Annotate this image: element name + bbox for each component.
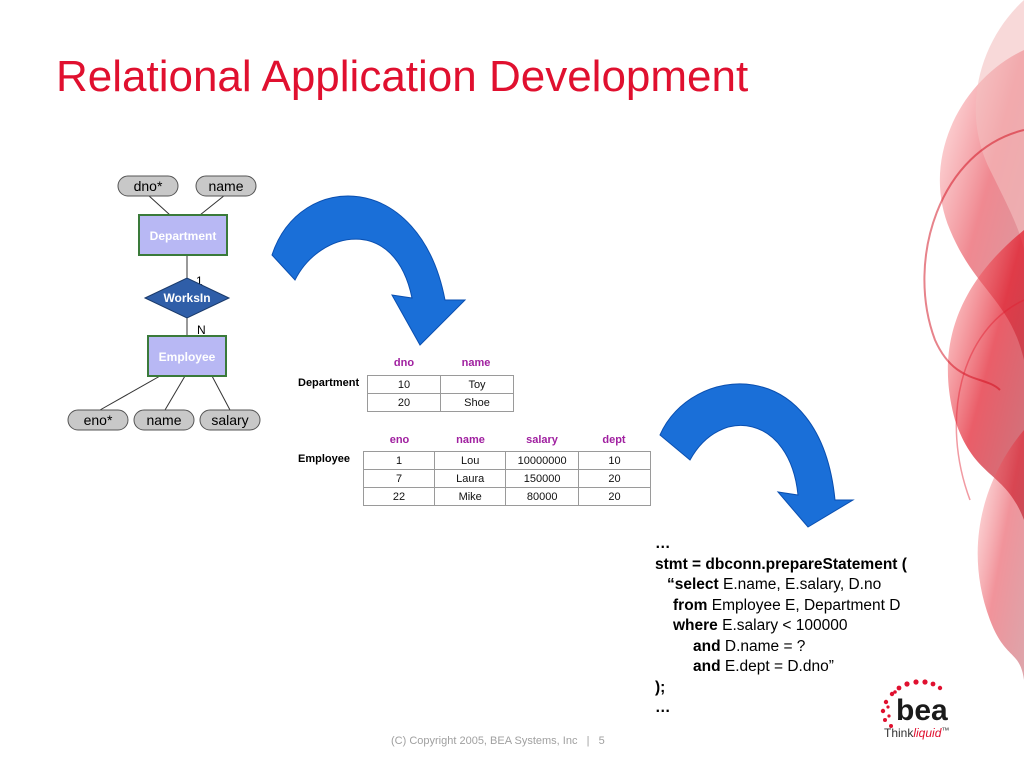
table-cell: Mike [434, 487, 507, 506]
table-cell: 20 [577, 469, 652, 488]
tagline-trademark: ™ [941, 726, 950, 735]
attribute-emp-name-label: name [146, 412, 181, 428]
department-table: 10 Toy 20 Shoe [367, 375, 514, 412]
cardinality-one: 1 [196, 274, 203, 288]
table-cell: Toy [440, 375, 514, 394]
employee-table: 1 Lou 10000000 10 7 Laura 150000 20 22 M… [362, 451, 652, 506]
table-row: 1 Lou 10000000 10 [362, 451, 652, 470]
logo-tagline: Thinkliquid™ [884, 726, 949, 740]
code-line: stmt = dbconn.prepareStatement ( [655, 555, 907, 573]
code-text: D.name = ? [720, 637, 806, 655]
code-line: “select E.name, E.salary, D.no [655, 575, 907, 596]
code-line: … [655, 535, 671, 552]
cardinality-many: N [197, 323, 206, 337]
entity-employee: Employee [147, 335, 227, 377]
code-line: … [655, 699, 671, 716]
code-text: Employee E, Department D [707, 596, 901, 614]
table-row: 10 Toy [367, 375, 514, 394]
table-cell: 20 [577, 487, 652, 506]
code-block: … stmt = dbconn.prepareStatement ( “select… [655, 534, 907, 719]
table-cell: Laura [434, 469, 507, 488]
table-cell: Shoe [440, 393, 514, 412]
table-cell: 10 [367, 375, 441, 394]
code-line: and D.name = ? [655, 637, 907, 658]
code-line: ); [655, 678, 666, 696]
connector-salary [211, 375, 231, 411]
tagline-think: Think [884, 726, 914, 740]
curved-arrow-1-icon [271, 195, 467, 346]
table-cell: 22 [362, 487, 436, 506]
connector-dno [147, 194, 171, 216]
table-row: 22 Mike 80000 20 [362, 487, 652, 506]
attribute-dept-name-label: name [208, 178, 243, 194]
page-title: Relational Application Development [56, 52, 749, 101]
code-text: E.dept = D.dno” [720, 658, 834, 675]
table-cell: Lou [434, 451, 507, 470]
attribute-dno: dno* [117, 175, 179, 197]
table-cell: 1 [362, 451, 436, 470]
entity-department: Department [138, 214, 228, 256]
code-keyword: “select [667, 576, 719, 593]
code-line: and E.dept = D.dno” [655, 657, 907, 678]
table-cell: 10 [577, 451, 652, 470]
code-text: E.salary < 100000 [717, 617, 848, 634]
connector-eno [99, 375, 161, 411]
emp-col-header-eno: eno [389, 434, 410, 446]
entity-department-label: Department [150, 229, 217, 243]
code-keyword: and [693, 658, 721, 675]
attribute-eno: eno* [67, 409, 129, 431]
attribute-salary: salary [199, 409, 261, 431]
attribute-dept-name: name [195, 175, 257, 197]
entity-employee-label: Employee [159, 350, 216, 364]
code-text: E.name, E.salary, D.no [718, 576, 882, 593]
relationship-worksin-label: WorksIn [163, 291, 210, 305]
emp-col-header-dept: dept [602, 434, 626, 446]
code-keyword: where [673, 617, 718, 634]
emp-table-label: Employee [298, 453, 350, 465]
code-keyword: from [673, 596, 708, 614]
relationship-worksin: WorksIn [143, 277, 231, 319]
dept-table-label: Department [298, 377, 360, 389]
attribute-salary-label: salary [211, 412, 248, 428]
emp-col-header-name: name [456, 434, 485, 446]
emp-col-header-salary: salary [526, 434, 558, 446]
attribute-eno-label: eno* [84, 412, 113, 428]
code-line: from Employee E, Department D [655, 596, 907, 617]
attribute-dno-label: dno* [134, 178, 163, 194]
dept-col-header-dno: dno [393, 357, 415, 369]
table-cell: 80000 [505, 487, 579, 506]
connector-dept-name [199, 194, 226, 216]
dept-col-header-name: name [461, 357, 491, 369]
table-cell: 10000000 [505, 451, 579, 470]
bea-logo-icon: bea [880, 679, 948, 728]
attribute-emp-name: name [133, 409, 195, 431]
code-line: where E.salary < 100000 [655, 616, 907, 637]
footer-copyright: (C) Copyright 2005, BEA Systems, Inc | 5 [391, 735, 605, 747]
table-cell: 20 [367, 393, 441, 412]
table-cell: 7 [362, 469, 436, 488]
table-row: 7 Laura 150000 20 [362, 469, 652, 488]
code-keyword: and [693, 637, 721, 655]
tagline-liquid: liquid [913, 726, 942, 740]
connector-emp-name [164, 375, 186, 411]
logo-wordmark: bea [896, 694, 948, 727]
curved-arrow-2-icon [659, 383, 855, 528]
table-cell: 150000 [505, 469, 579, 488]
table-row: 20 Shoe [367, 393, 514, 412]
